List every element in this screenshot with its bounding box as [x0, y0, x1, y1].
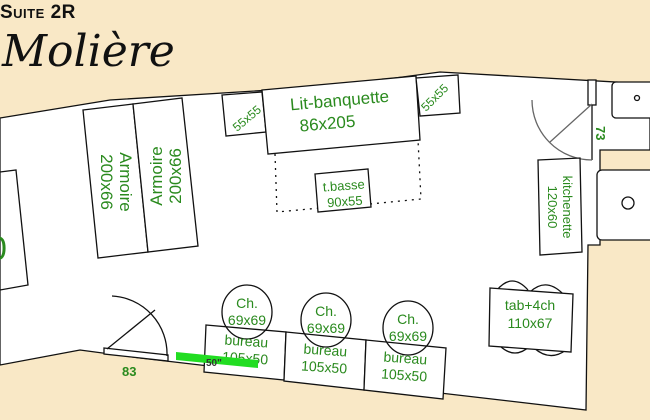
chair-1-label: Ch.69x69: [228, 295, 266, 328]
chair-2-label: Ch.69x69: [307, 303, 345, 336]
green-marker: [176, 352, 258, 368]
dining-chairs: [496, 280, 567, 357]
armoire-1-label: Armoire200x66: [97, 152, 135, 212]
kitchenette: [537, 157, 583, 256]
desk-2-label: bureau105x50: [301, 340, 349, 376]
sofa-bed: [261, 75, 421, 155]
door-width-left: 83: [122, 364, 136, 379]
coffee-table-label: t.basse90x55: [322, 177, 366, 211]
suite-name: Molière: [2, 26, 175, 77]
suite-label: Suite 2R: [0, 2, 76, 23]
marker-label: 50": [206, 358, 222, 369]
sink-drain: [633, 94, 641, 102]
armoire-2-label: Armoire200x66: [147, 146, 185, 206]
door-threshold: [103, 347, 169, 362]
side-table-right: [415, 74, 461, 117]
door-swing-left: [106, 295, 168, 357]
shower: [596, 169, 650, 241]
chair-1: [221, 284, 273, 340]
dining-table: [488, 287, 574, 353]
left-furniture: [0, 169, 29, 291]
wall-partition: [587, 79, 597, 106]
desk-3-label: bureau105x50: [381, 348, 429, 384]
chair-3-label: Ch.69x69: [389, 311, 427, 344]
sink: [611, 81, 650, 119]
door-width-right: 73: [593, 126, 608, 140]
desk-3: [363, 339, 447, 400]
kitchenette-label: kitchenette120x60: [545, 176, 575, 239]
shower-drain: [621, 196, 635, 210]
coffee-table: [314, 168, 372, 213]
armoire-2: [132, 97, 199, 253]
chair-3: [382, 300, 434, 356]
chair-2: [300, 292, 352, 348]
left-furniture-label: 0: [0, 230, 7, 268]
